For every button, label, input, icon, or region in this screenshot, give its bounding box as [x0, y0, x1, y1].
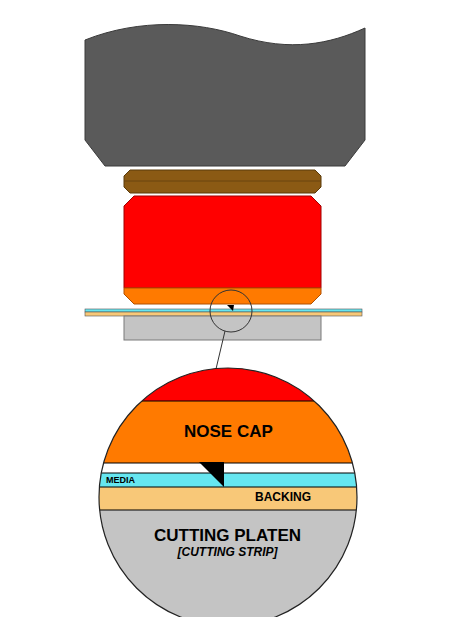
backing-band: BACKING [255, 491, 311, 505]
nose-cap [124, 288, 321, 304]
tool-holder [85, 25, 365, 167]
nose-cap-band: NOSE CAP [184, 422, 273, 442]
band-label: MEDIA [106, 475, 135, 485]
band-label: BACKING [255, 491, 311, 505]
media-band: MEDIA [106, 475, 135, 485]
blade [199, 462, 224, 487]
band-label: NOSE CAP [184, 422, 273, 442]
collar-ring [124, 170, 321, 193]
band-sublabel: [CUTTING STRIP] [154, 546, 301, 560]
platen-band: CUTTING PLATEN[CUTTING STRIP] [154, 526, 301, 559]
cutting-platen [124, 316, 321, 340]
zoom-view [90, 360, 370, 617]
blade-holder-body [124, 196, 321, 288]
media-strip [85, 309, 362, 312]
band-label: CUTTING PLATEN [154, 526, 301, 546]
backing-strip [85, 312, 362, 316]
detail-circle [210, 290, 252, 332]
leader-line [216, 331, 225, 369]
